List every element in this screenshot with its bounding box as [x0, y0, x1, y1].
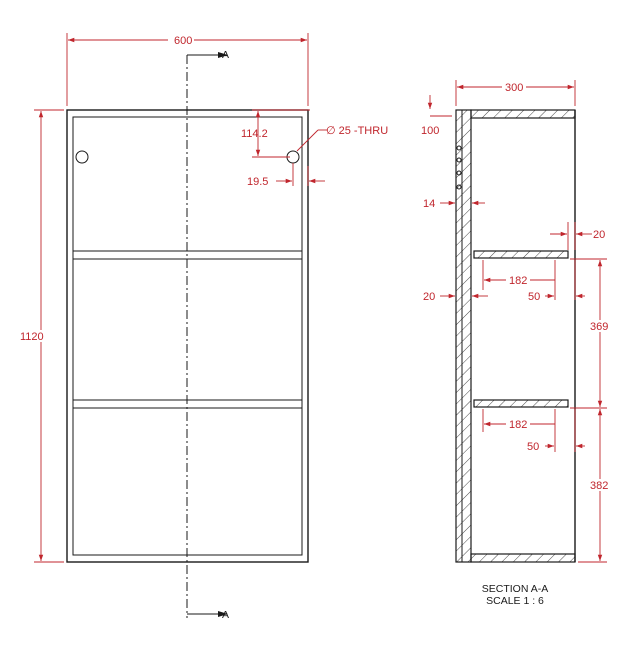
hole-left — [75, 150, 89, 164]
dim-height: 1120 — [20, 331, 44, 343]
dim-width: 600 — [174, 35, 192, 47]
dim-hole-spec: ∅ 25 -THRU — [326, 125, 388, 137]
section-scale: SCALE 1 : 6 — [486, 595, 544, 607]
dim-depth: 300 — [505, 82, 523, 94]
section-view: 300 100 14 20 20 182 50 182 — [421, 80, 614, 607]
section-shelf-upper — [473, 250, 569, 259]
dim-shelf1-setback: 50 — [528, 291, 540, 303]
bottom-panel — [470, 553, 576, 563]
dim-upper-gap: 369 — [590, 321, 608, 333]
dim-shelf-thickness: 20 — [593, 229, 605, 241]
section-marker-top: A — [222, 49, 229, 61]
back-panel — [455, 109, 472, 563]
top-panel — [470, 109, 576, 119]
dim-hole-spacing: 100 — [421, 125, 439, 137]
dim-shelf1-length: 182 — [509, 275, 527, 287]
dim-shelf2-length: 182 — [509, 419, 527, 431]
section-shelf-lower — [473, 399, 569, 408]
section-marker-bottom: A — [222, 609, 229, 621]
dim-back-panel: 14 — [423, 198, 435, 210]
front-view: A A 600 1120 114.2 ∅ 25 -THRU 19.5 — [20, 33, 388, 621]
section-title: SECTION A-A — [482, 583, 549, 595]
dim-lower-gap: 382 — [590, 480, 608, 492]
dim-side-panel: 20 — [423, 291, 435, 303]
dim-hole-edge: 19.5 — [247, 176, 268, 188]
dim-hole-offset: 114.2 — [241, 128, 268, 140]
dim-shelf2-setback: 50 — [527, 441, 539, 453]
